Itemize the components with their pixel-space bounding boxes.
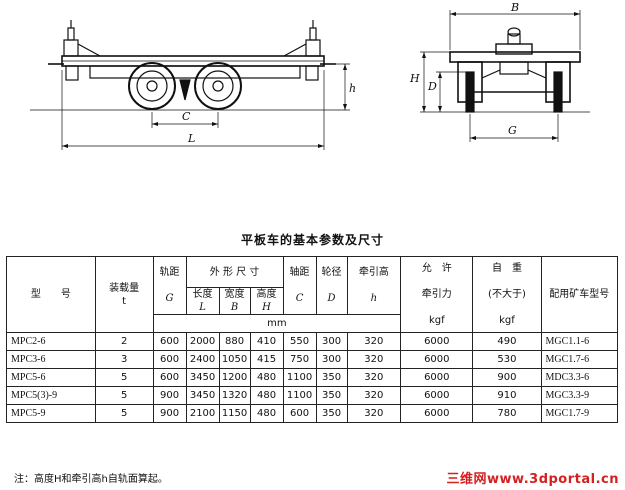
dim-label-c: C — [182, 110, 191, 123]
cell-weight: 900 — [472, 368, 542, 387]
cell-mine: MDC3.3-6 — [540, 368, 619, 387]
dim-label-g: G — [508, 124, 517, 137]
cell-wheel: 300 — [315, 332, 348, 351]
cell-height: 480 — [249, 386, 284, 405]
cell-length: 3450 — [185, 368, 220, 387]
cell-traction: 6000 — [400, 350, 474, 369]
cell-gauge: 600 — [152, 350, 187, 369]
cell-weight: 490 — [472, 332, 542, 351]
dim-label-l: L — [187, 132, 195, 145]
cell-height: 480 — [249, 404, 284, 423]
cell-wheelbase: 600 — [282, 404, 317, 423]
cell-mine: MGC3.3-9 — [540, 386, 619, 405]
cell-traction: 6000 — [400, 332, 474, 351]
header-dims-group: 外 形 尺 寸 — [185, 256, 284, 288]
cell-gauge: 600 — [152, 368, 187, 387]
cell-wheelbase: 1100 — [282, 386, 317, 405]
footnote: 注：高度H和牵引高h自轨面算起。 — [14, 474, 168, 485]
cell-load: 5 — [94, 386, 154, 405]
cell-width: 880 — [218, 332, 251, 351]
cell-load: 5 — [94, 368, 154, 387]
cell-wheelbase: 550 — [282, 332, 317, 351]
cell-width: 1200 — [218, 368, 251, 387]
cell-wheel: 350 — [315, 368, 348, 387]
header-weight: 自 重 (不大于) kgf — [472, 256, 542, 333]
cell-width: 1150 — [218, 404, 251, 423]
header-model: 型 号 — [6, 256, 96, 333]
dim-label-h: H — [409, 72, 420, 85]
cell-hitch: 320 — [346, 368, 402, 387]
cell-load: 5 — [94, 404, 154, 423]
header-traction: 允 许 牵引力 kgf — [400, 256, 474, 333]
cell-length: 3450 — [185, 386, 220, 405]
cell-traction: 6000 — [400, 404, 474, 423]
header-unit-mm: mm — [152, 314, 402, 333]
cell-width: 1320 — [218, 386, 251, 405]
cell-wheelbase: 750 — [282, 350, 317, 369]
cell-height: 410 — [249, 332, 284, 351]
watermark: 三维网www.3dportal.cn — [446, 472, 619, 487]
dim-label-d: D — [427, 80, 437, 93]
cell-model: MPC5-9 — [6, 404, 96, 423]
cell-length: 2100 — [185, 404, 220, 423]
cell-hitch: 320 — [346, 386, 402, 405]
flatcar-drawing: C L h — [30, 1, 590, 150]
cell-wheel: 350 — [315, 386, 348, 405]
cell-model: MPC5-6 — [6, 368, 96, 387]
cell-wheelbase: 1100 — [282, 368, 317, 387]
cell-weight: 780 — [472, 404, 542, 423]
cell-hitch: 320 — [346, 404, 402, 423]
cell-load: 3 — [94, 350, 154, 369]
side-view — [30, 20, 350, 150]
cell-length: 2000 — [185, 332, 220, 351]
cell-weight: 530 — [472, 350, 542, 369]
table-title: 平板车的基本参数及尺寸 — [240, 233, 384, 247]
cell-wheel: 350 — [315, 404, 348, 423]
cell-hitch: 320 — [346, 332, 402, 351]
cell-width: 1050 — [218, 350, 251, 369]
cell-model: MPC2-6 — [6, 332, 96, 351]
dim-label-b: B — [510, 1, 519, 14]
cell-model: MPC3-6 — [6, 350, 96, 369]
cell-height: 480 — [249, 368, 284, 387]
cell-load: 2 — [94, 332, 154, 351]
cell-mine: MGC1.1-6 — [540, 332, 619, 351]
end-view — [420, 10, 590, 142]
cell-gauge: 900 — [152, 404, 187, 423]
cell-model: MPC5(3)-9 — [6, 386, 96, 405]
header-mine-car: 配用矿车型号 — [540, 256, 619, 333]
cell-mine: MGC1.7-6 — [540, 350, 619, 369]
cell-mine: MGC1.7-9 — [540, 404, 619, 423]
dim-label-h-small: h — [349, 82, 356, 95]
cell-wheel: 300 — [315, 350, 348, 369]
cell-length: 2400 — [185, 350, 220, 369]
cell-height: 415 — [249, 350, 284, 369]
cell-gauge: 600 — [152, 332, 187, 351]
cell-gauge: 900 — [152, 386, 187, 405]
cell-weight: 910 — [472, 386, 542, 405]
cell-traction: 6000 — [400, 368, 474, 387]
cell-hitch: 320 — [346, 350, 402, 369]
cell-traction: 6000 — [400, 386, 474, 405]
